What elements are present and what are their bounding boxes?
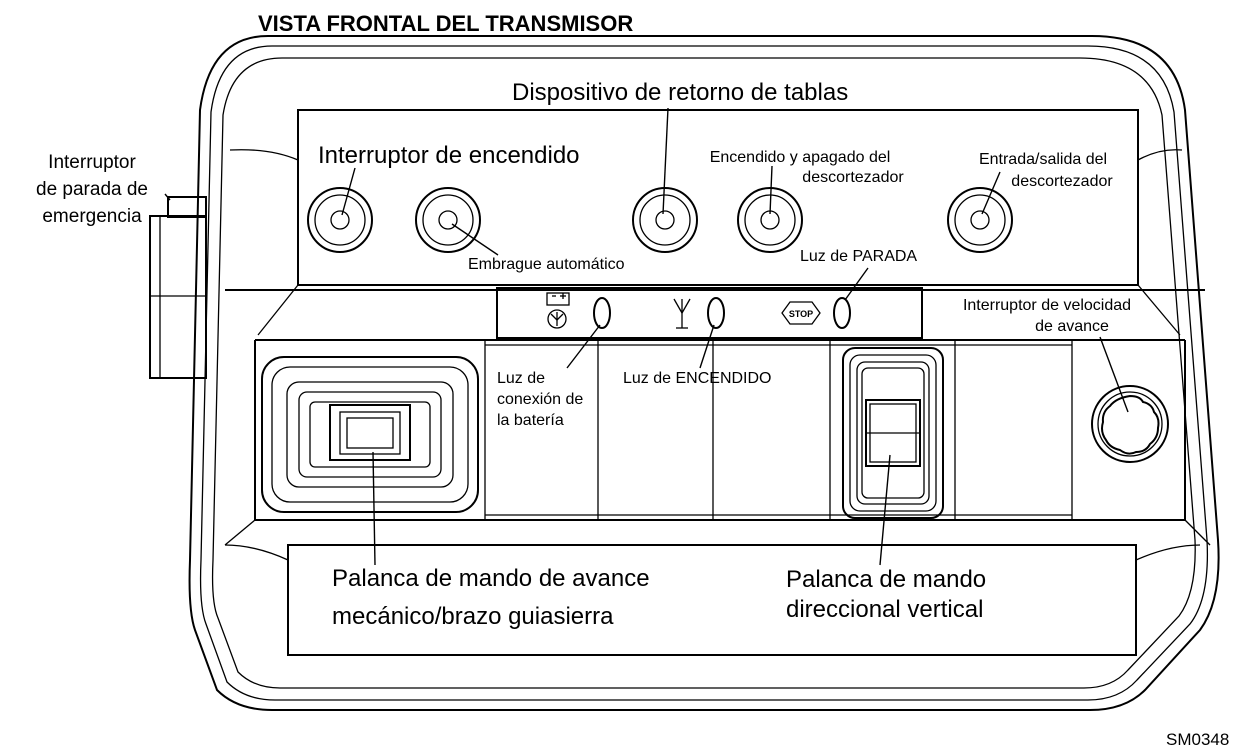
feed-speed-knob[interactable] [1091, 385, 1169, 463]
svg-text:de avance: de avance [1035, 318, 1109, 335]
svg-text:Luz de: Luz de [497, 370, 545, 387]
leader-debarker-in-out [981, 171, 1001, 215]
board-return-switch[interactable] [632, 187, 698, 253]
svg-text:Interruptor de velocidad: Interruptor de velocidad [963, 297, 1131, 314]
label-debarker-on-off: Encendido y apagado del descortezador [710, 149, 905, 186]
svg-text:STOP: STOP [789, 309, 813, 319]
transmitter-housing [188, 35, 1220, 711]
power-switch[interactable] [307, 187, 373, 253]
svg-text:Interruptor: Interruptor [48, 152, 136, 173]
leader-board-return [662, 107, 669, 215]
svg-text:Palanca de mando: Palanca de mando [786, 566, 986, 593]
diagram-title: VISTA FRONTAL DEL TRANSMISOR [258, 11, 633, 36]
feed-lever[interactable] [261, 356, 479, 513]
label-debarker-in-out: Entrada/salida del descortezador [979, 151, 1113, 190]
label-emergency-stop: Interruptor de parada de emergencia [36, 152, 148, 227]
label-power-light: Luz de ENCENDIDO [623, 370, 772, 387]
leader-battery-light [566, 324, 601, 369]
vertical-lever[interactable] [842, 347, 944, 519]
label-board-return: Dispositivo de retorno de tablas [512, 79, 848, 106]
label-feed-speed: Interruptor de velocidad de avance [963, 297, 1131, 335]
debarker-in-out-switch[interactable] [947, 187, 1013, 253]
svg-text:descortezador: descortezador [1011, 173, 1113, 190]
leader-power-light [699, 324, 715, 369]
stop-light [833, 297, 851, 329]
svg-text:direccional vertical: direccional vertical [786, 596, 983, 623]
svg-text:conexión de: conexión de [497, 391, 583, 408]
top-control-panel [229, 109, 1183, 336]
auto-clutch-switch[interactable] [415, 187, 481, 253]
svg-text:Encendido y apagado del: Encendido y apagado del [710, 149, 891, 166]
leader-feed-speed [1099, 336, 1129, 413]
svg-text:de parada de: de parada de [36, 179, 148, 200]
battery-light [593, 297, 611, 329]
label-feed-lever: Palanca de mando de avance mecánico/braz… [332, 565, 650, 630]
emergency-stop-switch [149, 196, 207, 379]
label-stop-light: Luz de PARADA [800, 248, 917, 265]
battery-icon [546, 292, 570, 329]
antenna-icon [673, 298, 691, 329]
label-auto-clutch: Embrague automático [468, 256, 625, 273]
figure-code: SM0348 [1166, 730, 1229, 749]
leader-lines [164, 107, 1129, 566]
leader-feed-lever [372, 451, 376, 566]
stop-icon: STOP [781, 301, 821, 325]
label-power-switch: Interruptor de encendido [318, 142, 580, 169]
label-vertical-lever: Palanca de mando direccional vertical [786, 566, 986, 623]
svg-text:Palanca de mando de avance: Palanca de mando de avance [332, 565, 650, 592]
leader-power-switch [341, 167, 356, 216]
svg-text:descortezador: descortezador [802, 169, 904, 186]
leader-emergency [164, 193, 171, 201]
bottom-label-plate [224, 519, 1211, 656]
label-battery-light: Luz de conexión de la batería [497, 370, 583, 429]
svg-text:Entrada/salida del: Entrada/salida del [979, 151, 1107, 168]
svg-text:mecánico/brazo guiasierra: mecánico/brazo guiasierra [332, 603, 614, 630]
lower-panel [254, 340, 1186, 521]
svg-text:emergencia: emergencia [42, 206, 142, 227]
power-light [707, 297, 725, 329]
leader-auto-clutch [451, 223, 499, 256]
svg-text:la batería: la batería [497, 412, 564, 429]
leader-debarker-on-off [769, 165, 773, 215]
leader-stop-light [844, 267, 869, 301]
leader-vertical-lever [879, 454, 891, 566]
